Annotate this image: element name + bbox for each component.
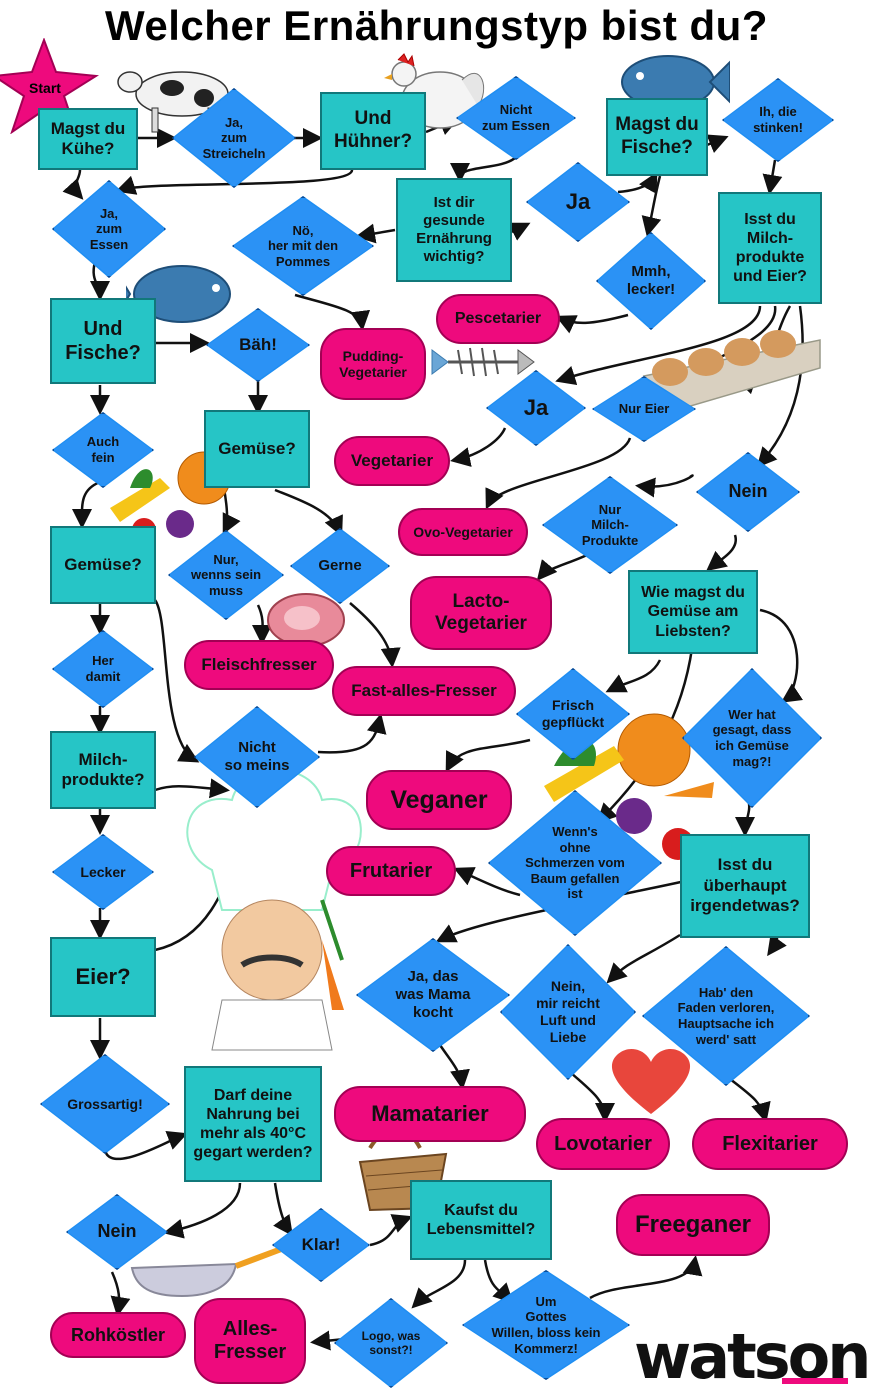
cow-icon [117, 71, 229, 133]
answer-wer-hat: Wer hat gesagt, dass ich Gemüse mag?! [682, 668, 822, 808]
result-flexitarier: Flexitarier [692, 1118, 848, 1170]
answer-luft: Nein, mir reicht Luft und Liebe [500, 944, 636, 1080]
answer-kommerz: Um Gottes Willen, bloss kein Kommerz! [462, 1270, 630, 1380]
question-gegart: Darf deine Nahrung bei mehr als 40°C geg… [184, 1066, 322, 1182]
result-mamatarier: Mamatarier [334, 1086, 526, 1142]
result-fast-alles: Fast-alles-Fresser [332, 666, 516, 716]
answer-frisch: Frisch gepflückt [516, 668, 630, 760]
result-fleischfresser: Fleischfresser [184, 640, 334, 690]
answer-auch-fein: Auch fein [52, 412, 154, 488]
answer-pommes: Nö, her mit den Pommes [232, 196, 374, 296]
answer-nicht-essen: Nicht zum Essen [456, 76, 576, 160]
result-freeganer: Freeganer [616, 1194, 770, 1256]
answer-gerne: Gerne [290, 528, 390, 604]
question-ueberhaupt: Isst du überhaupt irgendetwas? [680, 834, 810, 938]
answer-lecker: Lecker [52, 834, 154, 910]
result-lovotarier: Lovotarier [536, 1118, 670, 1170]
question-gemuese2: Gemüse? [50, 526, 156, 604]
question-fische2: Und Fische? [50, 298, 156, 384]
logo-underline [782, 1378, 848, 1384]
answer-logo-was: Logo, was sonst?! [334, 1298, 448, 1388]
question-eier: Eier? [50, 937, 156, 1017]
fish-icon [621, 55, 730, 109]
question-gemuese-wie: Wie magst du Gemüse am Liebsten? [628, 570, 758, 654]
answer-nur-wenns: Nur, wenns sein muss [168, 530, 284, 620]
start-label: Start [29, 80, 61, 96]
question-gemuese1: Gemüse? [204, 410, 310, 488]
answer-nicht-meins: Nicht so meins [194, 706, 320, 808]
answer-her-damit: Her damit [52, 630, 154, 708]
result-vegetarier: Vegetarier [334, 436, 450, 486]
answer-baeh: Bäh! [206, 308, 310, 382]
egg-tray-icon [642, 330, 821, 413]
result-lacto: Lacto- Vegetarier [410, 576, 552, 650]
answer-ja2: Ja [486, 370, 586, 446]
question-milchprodukte: Milch- produkte? [50, 731, 156, 809]
fish-icon [126, 265, 231, 323]
answer-nur-eier: Nur Eier [592, 376, 696, 442]
result-pescetarier: Pescetarier [436, 294, 560, 344]
answer-mama: Ja, das was Mama kocht [356, 938, 510, 1052]
answer-faden: Hab' den Faden verloren, Hauptsache ich … [642, 946, 810, 1086]
answer-grossartig: Grossartig! [40, 1054, 170, 1154]
answer-lecker-mmh: Mmh, lecker! [596, 232, 706, 330]
result-alles-fresser: Alles- Fresser [194, 1298, 306, 1384]
answer-nein2: Nein [66, 1194, 168, 1270]
question-milch-eier: Isst du Milch- produkte und Eier? [718, 192, 822, 304]
answer-stinken: Ih, die stinken! [722, 78, 834, 162]
pan-icon [130, 1245, 286, 1298]
fish-bone-icon [431, 347, 535, 377]
result-rohkoestler: Rohköstler [50, 1312, 186, 1358]
result-frutarier: Frutarier [326, 846, 456, 896]
answer-wenns-schmerzen: Wenn's ohne Schmerzen vom Baum gefallen … [488, 790, 662, 936]
question-gesund: Ist dir gesunde Ernährung wichtig? [396, 178, 512, 282]
result-veganer: Veganer [366, 770, 512, 830]
answer-klar: Klar! [272, 1208, 370, 1282]
answer-nein1: Nein [696, 452, 800, 532]
result-ovo: Ovo-Vegetarier [398, 508, 528, 556]
heart-icon [611, 1048, 691, 1114]
answer-ja-essen: Ja, zum Essen [52, 180, 166, 278]
page-title: Welcher Ernährungstyp bist du? [105, 2, 768, 49]
question-fische1: Magst du Fische? [606, 98, 708, 176]
answer-streicheln: Ja, zum Streicheln [172, 88, 296, 188]
question-huehner: Und Hühner? [320, 92, 426, 170]
question-kuehe: Magst du Kühe? [38, 108, 138, 170]
result-pudding: Pudding- Vegetarier [320, 328, 426, 400]
answer-ja1: Ja [526, 162, 630, 242]
answer-nur-milch: Nur Milch- Produkte [542, 476, 678, 574]
question-lebensmittel: Kaufst du Lebensmittel? [410, 1180, 552, 1260]
